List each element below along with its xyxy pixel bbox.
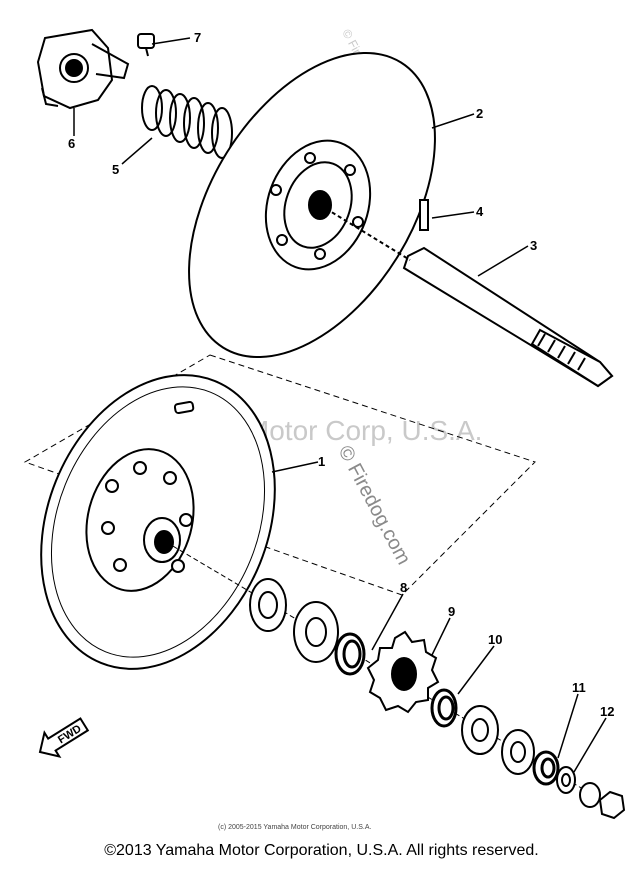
fwd-arrow-icon: FWD (38, 717, 90, 758)
shaft-part-3 (319, 204, 614, 388)
collar-part-10 (430, 688, 458, 728)
callout-6: 6 (68, 136, 75, 151)
leader-lines (73, 37, 607, 773)
callout-4: 4 (476, 204, 484, 219)
callout-3: 3 (530, 238, 537, 253)
sprocket-part-9 (366, 630, 440, 714)
bracket-part-6 (36, 28, 130, 110)
callout-9: 9 (448, 604, 455, 619)
callout-10: 10 (488, 632, 502, 647)
callout-1: 1 (318, 454, 325, 469)
nut (579, 782, 626, 820)
callout-2: 2 (476, 106, 483, 121)
spring-part-5 (141, 85, 233, 159)
sheave-part-1 (40, 374, 276, 670)
callout-5: 5 (112, 162, 119, 177)
washer-part-11 (532, 750, 560, 786)
bearing-left (249, 578, 287, 632)
callout-7: 7 (194, 30, 201, 45)
bearing-small-1 (461, 705, 499, 755)
bearing-right (293, 601, 339, 663)
pin-part-7 (137, 33, 155, 57)
callout-11: 11 (572, 680, 586, 695)
sheave-part-2 (188, 51, 436, 359)
callout-12: 12 (600, 704, 614, 719)
bearing-small-2 (501, 729, 535, 775)
fine-print: (c) 2005-2015 Yamaha Motor Corporation, … (218, 824, 371, 831)
footer-copyright: ©2013 Yamaha Motor Corporation, U.S.A. A… (104, 842, 539, 859)
watermark-firedog-vertical: © Firedog.com (334, 442, 415, 568)
callout-8: 8 (400, 580, 407, 595)
collar-part-8 (334, 632, 366, 676)
key-part-4 (419, 199, 429, 231)
washer-part-12 (556, 766, 576, 794)
